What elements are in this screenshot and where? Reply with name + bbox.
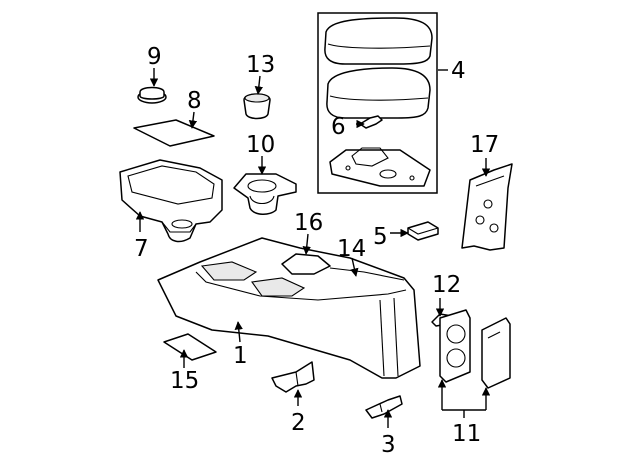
callout-9: 9 — [147, 44, 162, 70]
part-9-cap — [137, 86, 167, 104]
callout-12: 12 — [432, 272, 461, 298]
lid-base-plate — [329, 147, 431, 187]
callout-1: 1 — [233, 343, 248, 369]
part-10-cup-holder — [233, 173, 297, 215]
armrest-lid-lower — [326, 67, 431, 119]
callout-5: 5 — [373, 224, 388, 250]
leader-lines — [135, 68, 491, 428]
part-3-bracket — [365, 395, 403, 419]
callout-15: 15 — [170, 368, 199, 394]
armrest-lid-upper — [324, 17, 433, 65]
hinge-clip — [359, 115, 383, 129]
callout-4: 4 — [451, 58, 466, 84]
part-2-bracket — [271, 361, 315, 393]
callout-7: 7 — [134, 236, 149, 262]
callout-13: 13 — [246, 52, 275, 78]
callout-2: 2 — [291, 410, 306, 436]
callout-11: 11 — [452, 421, 481, 447]
part-8-mat — [133, 119, 215, 147]
part-13-socket — [243, 93, 271, 120]
callout-14: 14 — [337, 236, 366, 262]
part-5-block — [407, 221, 439, 241]
callout-8: 8 — [187, 88, 202, 114]
callout-17: 17 — [470, 132, 499, 158]
part-11-cup-insert — [439, 309, 511, 389]
part-17-panel — [461, 163, 513, 251]
part-4-box — [317, 12, 438, 194]
callout-3: 3 — [381, 432, 396, 458]
callout-16: 16 — [294, 210, 323, 236]
callout-6: 6 — [331, 114, 346, 140]
part-15-mat — [163, 333, 217, 361]
callout-10: 10 — [246, 132, 275, 158]
callout-labels: 1 2 3 4 5 6 7 8 9 10 11 12 13 14 15 16 1… — [134, 44, 499, 458]
part-7-tray — [119, 159, 223, 243]
